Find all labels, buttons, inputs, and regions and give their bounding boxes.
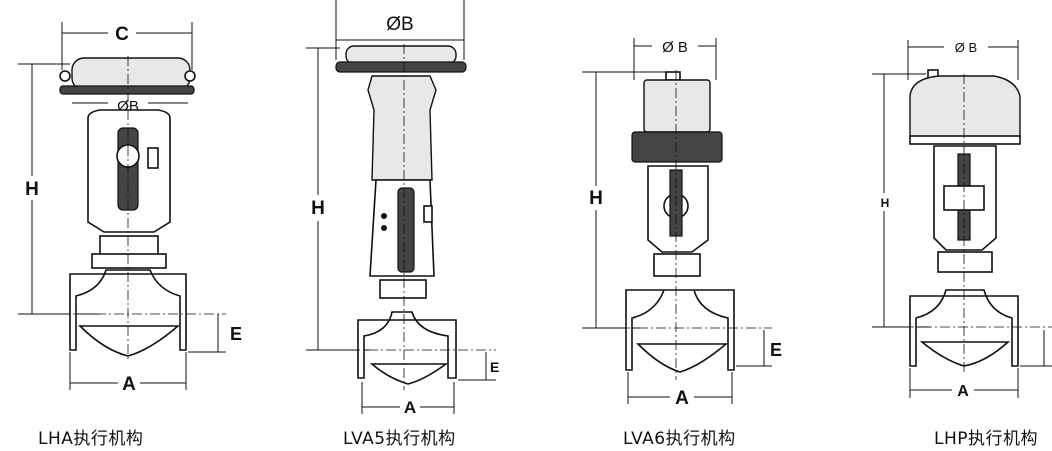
dim-h-label: H xyxy=(881,196,890,210)
valve-body xyxy=(69,269,187,351)
valve-body xyxy=(909,289,1019,367)
dim-c-label: C xyxy=(115,24,129,45)
caption-lva5: LVA5执行机构 xyxy=(343,429,456,449)
diaphragm-flange xyxy=(59,85,195,95)
bonnet xyxy=(99,235,159,257)
valve-body xyxy=(357,311,457,379)
dim-b-label: Ø B xyxy=(662,39,688,56)
dim-e-label: E xyxy=(770,340,782,360)
diaphragm-flange xyxy=(335,61,467,73)
actuator-housing xyxy=(345,45,457,65)
dim-a-label: A xyxy=(404,398,416,417)
bonnet xyxy=(653,253,701,277)
caption-lva6: LVA6执行机构 xyxy=(623,429,736,449)
bonnet xyxy=(379,279,427,299)
actuator-column xyxy=(367,75,437,181)
dim-b-label: ØB xyxy=(386,14,413,35)
dim-h-label: H xyxy=(311,198,325,219)
dim-b-label: Ø B xyxy=(955,40,977,55)
caption-lha: LHA执行机构 xyxy=(38,429,144,449)
actuator-housing xyxy=(909,75,1021,139)
dim-h-label: H xyxy=(25,179,39,200)
figure-lhp: Ø B H A xyxy=(872,38,1052,400)
figure-lha: C H ØB E A xyxy=(18,22,242,395)
dim-e-label: E xyxy=(490,359,499,375)
gear-housing xyxy=(631,131,723,163)
dim-a-label: A xyxy=(675,388,689,409)
dim-e-label: E xyxy=(230,324,242,344)
figure-lva5: ØB H E A xyxy=(306,0,499,417)
stem-connector xyxy=(397,187,415,273)
dim-a-label: A xyxy=(957,383,969,400)
bonnet xyxy=(937,251,993,273)
electric-actuator xyxy=(643,79,711,133)
actuator-housing xyxy=(71,57,191,91)
figure-lva6: Ø B H E A xyxy=(582,36,782,409)
dim-h-label: H xyxy=(589,188,603,209)
valve-body xyxy=(625,289,735,371)
dim-a-label: A xyxy=(122,374,136,395)
caption-lhp: LHP执行机构 xyxy=(934,429,1039,449)
